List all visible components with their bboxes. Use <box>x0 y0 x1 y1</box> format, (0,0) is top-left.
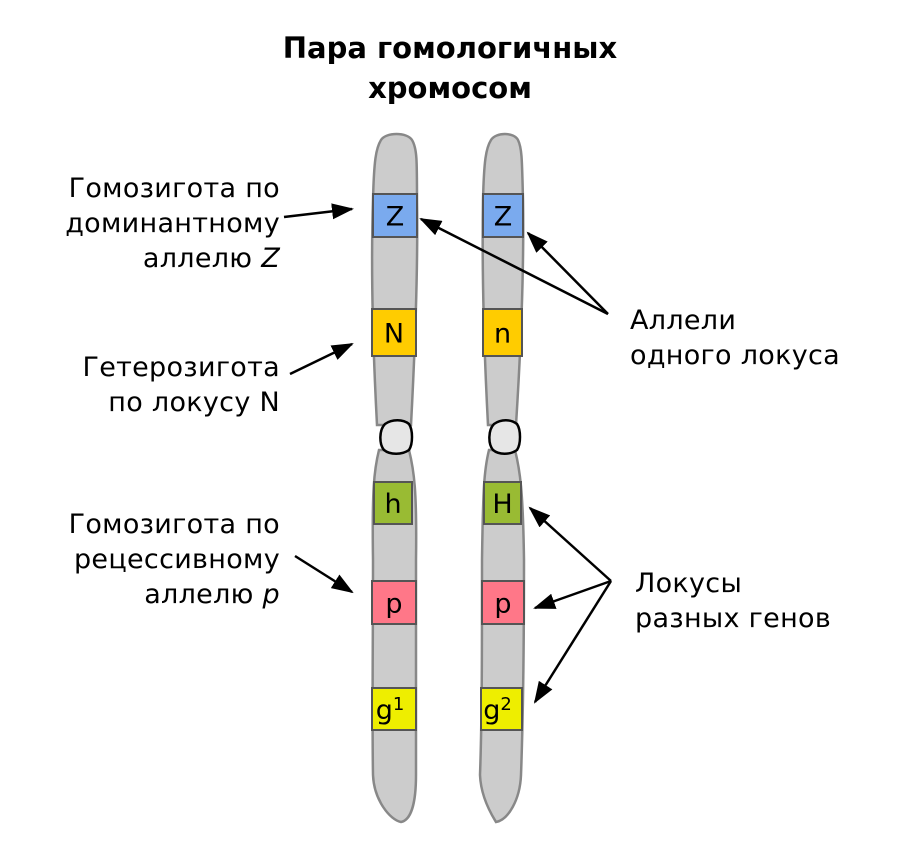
label-alleles-one-locus-line-1: Аллели <box>630 305 737 336</box>
arrow-loci-to-H <box>528 506 612 582</box>
allele-superscript: 1 <box>393 694 404 715</box>
arrows <box>283 203 613 704</box>
label-homozygous-dominant-line-3: аллелю Z <box>20 241 280 276</box>
allele-label-right-h: H <box>492 489 512 520</box>
arrow-alleles-to-right-Z <box>526 231 609 315</box>
label-loci-different-genes-line-1: Локусы <box>635 568 743 599</box>
gene-band-right-g <box>480 687 523 731</box>
label-alleles-one-locus: Аллели одного локуса <box>630 303 890 373</box>
centromere-right <box>488 419 522 455</box>
gene-band-right-N <box>482 308 523 357</box>
gene-band-left-Z <box>372 193 418 238</box>
diagram-title: Пара гомологичных хромосом <box>0 28 900 108</box>
arrow-loci-to-g2 <box>533 580 613 704</box>
label-homozygous-recessive: Гомозигота по рецессивному аллелю p <box>20 507 280 612</box>
label-heterozygous-line-1: Гетерозигота <box>82 352 280 383</box>
gene-band-right-h <box>483 481 522 525</box>
chromosome-right-upper-arm <box>481 132 525 427</box>
allele-label-right-p: p <box>494 589 511 620</box>
allele-symbol-p: p <box>262 579 280 610</box>
gene-band-left-p <box>371 580 417 625</box>
label-homozygous-recessive-line-2: рецессивному <box>73 544 280 575</box>
centromere-left <box>379 419 414 455</box>
label-homozygous-dominant-line-2: доминантному <box>65 208 280 239</box>
arrow-alleles-to-left-Z <box>419 217 609 316</box>
label-loci-different-genes-line-2: разных генов <box>635 603 832 634</box>
gene-band-left-g <box>371 687 417 731</box>
title-line-2: хромосом <box>368 71 532 105</box>
arrow-heterozygous <box>289 342 354 376</box>
label-homozygous-dominant: Гомозигота по доминантному аллелю Z <box>20 171 280 276</box>
label-homozygous-recessive-line-1: Гомозигота по <box>68 509 280 540</box>
arrow-homozygous-dominant <box>283 203 354 220</box>
label-alleles-one-locus-line-2: одного локуса <box>630 340 840 371</box>
allele-label-right-Z: Z <box>494 202 513 233</box>
gene-band-right-p <box>481 580 525 625</box>
allele-superscript: 2 <box>500 694 511 715</box>
label-heterozygous: Гетерозигота по локусу N <box>20 350 280 420</box>
arrow-loci-to-p <box>533 579 612 610</box>
gene-band-left-N <box>371 308 417 357</box>
label-prefix: аллелю <box>144 579 263 610</box>
allele-label-left-Z: Z <box>386 202 405 233</box>
label-homozygous-recessive-line-3: аллелю p <box>20 577 280 612</box>
chromosome-left-upper-arm <box>370 132 419 427</box>
allele-label-left-h: h <box>384 489 401 520</box>
label-loci-different-genes: Локусы разных генов <box>635 566 895 636</box>
title-line-1: Пара гомологичных <box>282 31 618 65</box>
label-prefix: аллелю <box>142 243 262 274</box>
arrow-homozygous-recessive <box>294 554 354 594</box>
label-homozygous-dominant-line-1: Гомозигота по <box>68 173 280 204</box>
allele-label-right-N: n <box>494 319 511 350</box>
label-heterozygous-line-2: по локусу N <box>108 387 280 418</box>
gene-band-right-Z <box>482 193 524 238</box>
allele-symbol-Z: Z <box>261 243 280 274</box>
allele-label-left-N: N <box>384 319 404 350</box>
gene-band-left-h <box>373 481 413 525</box>
allele-label-left-p: p <box>385 589 402 620</box>
